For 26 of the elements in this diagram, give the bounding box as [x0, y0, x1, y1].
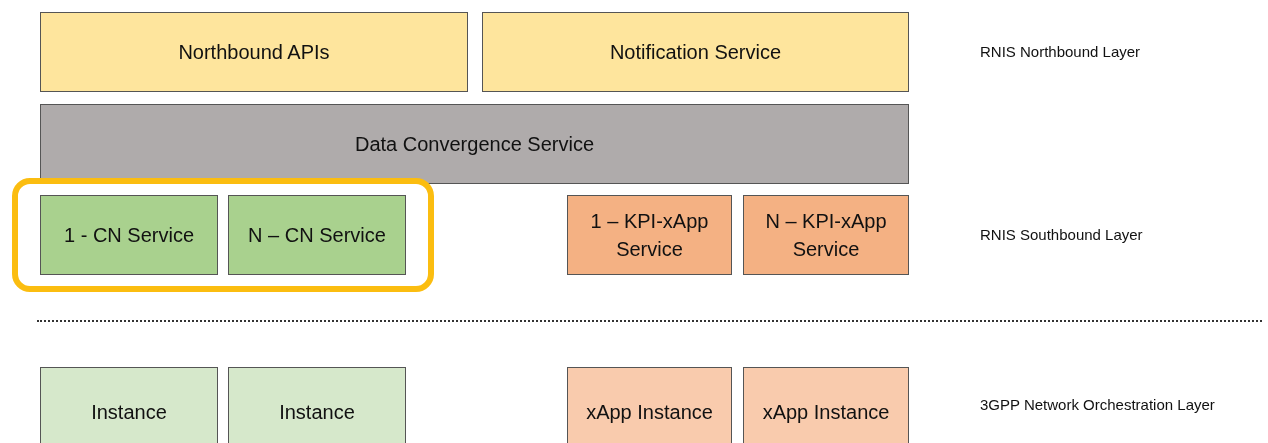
layer-label: 3GPP Network Orchestration Layer [980, 394, 1215, 415]
instance-box [743, 367, 909, 443]
layer-label: RNIS Southbound Layer [980, 224, 1143, 245]
service-box [40, 195, 218, 275]
service-box [567, 195, 732, 275]
box-label: Northbound APIs [177, 40, 331, 65]
instance-box [40, 367, 218, 443]
highlight-frame [12, 178, 434, 292]
box-label: xApp Instance [585, 400, 714, 425]
instance-box [567, 367, 732, 443]
service-box [482, 12, 909, 92]
box-label: xApp Instance [761, 400, 891, 425]
box-label: 1 – KPI-xApp Service [589, 209, 710, 262]
box-label: N – CN Service [247, 223, 387, 248]
instance-box [228, 367, 406, 443]
box-label: Instance [278, 400, 356, 425]
service-box [228, 195, 406, 275]
box-label: Notification Service [608, 40, 783, 65]
box-label: Instance [90, 400, 168, 425]
box-label: 1 - CN Service [63, 223, 195, 248]
api-box [40, 12, 468, 92]
service-box [40, 104, 909, 184]
service-box [743, 195, 909, 275]
box-label: Data Convergence Service [354, 132, 595, 157]
box-label: N – KPI-xApp Service [764, 209, 888, 262]
layer-label: RNIS Northbound Layer [980, 41, 1141, 62]
